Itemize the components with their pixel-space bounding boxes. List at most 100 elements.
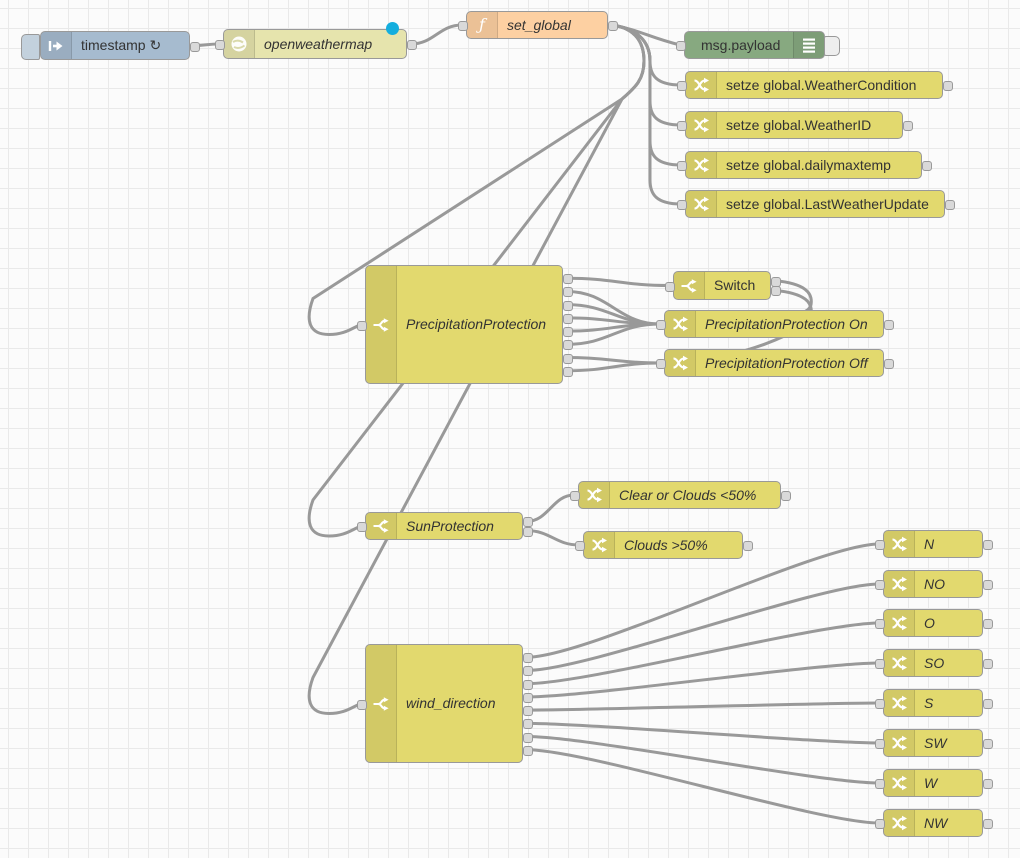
node-pp[interactable]: PrecipitationProtection bbox=[357, 265, 573, 384]
wire-sg-to-set4[interactable] bbox=[610, 23, 683, 206]
output-port[interactable] bbox=[884, 359, 894, 369]
wire-sg-to-set2[interactable] bbox=[610, 23, 683, 127]
node-s[interactable]: S bbox=[875, 689, 993, 717]
input-port[interactable] bbox=[875, 659, 885, 669]
input-port[interactable] bbox=[676, 41, 686, 51]
wire-pp-to-on[interactable] bbox=[565, 322, 662, 346]
output-port[interactable] bbox=[983, 619, 993, 629]
wire-wind-to-o[interactable] bbox=[525, 621, 881, 686]
output-port[interactable] bbox=[608, 21, 618, 31]
output-port[interactable] bbox=[523, 666, 533, 677]
input-port[interactable] bbox=[656, 359, 666, 369]
input-port[interactable] bbox=[357, 320, 367, 331]
output-port[interactable] bbox=[945, 200, 955, 210]
node-on[interactable]: PrecipitationProtection On bbox=[656, 310, 894, 338]
node-sw[interactable]: Switch bbox=[665, 271, 781, 300]
node-clear[interactable]: Clear or Clouds <50% bbox=[570, 481, 791, 509]
output-port[interactable] bbox=[771, 286, 781, 297]
output-port[interactable] bbox=[523, 706, 533, 717]
input-port[interactable] bbox=[357, 699, 367, 710]
input-port[interactable] bbox=[656, 320, 666, 330]
input-port[interactable] bbox=[875, 619, 885, 629]
input-port[interactable] bbox=[677, 121, 687, 131]
input-port[interactable] bbox=[575, 541, 585, 551]
output-port[interactable] bbox=[983, 699, 993, 709]
wire-wind-to-s[interactable] bbox=[525, 701, 881, 712]
input-port[interactable] bbox=[357, 522, 367, 532]
wire-wind-to-sw2[interactable] bbox=[525, 721, 881, 745]
wire-wind-to-so[interactable] bbox=[525, 661, 881, 699]
output-port[interactable] bbox=[922, 161, 932, 171]
output-port[interactable] bbox=[884, 320, 894, 330]
input-port[interactable] bbox=[875, 699, 885, 709]
output-port[interactable] bbox=[563, 287, 573, 298]
wire-sun-to-clear[interactable] bbox=[525, 493, 576, 523]
node-w[interactable]: W bbox=[875, 769, 993, 797]
input-port[interactable] bbox=[875, 580, 885, 590]
output-port[interactable] bbox=[943, 81, 953, 91]
input-port[interactable] bbox=[875, 819, 885, 829]
node-set2[interactable]: setze global.WeatherID bbox=[677, 111, 913, 139]
inject-button[interactable] bbox=[21, 33, 40, 60]
node-no[interactable]: NO bbox=[875, 570, 993, 598]
node-clouds[interactable]: Clouds >50% bbox=[575, 531, 753, 559]
output-port[interactable] bbox=[563, 366, 573, 377]
output-port[interactable] bbox=[563, 300, 573, 311]
output-port[interactable] bbox=[983, 659, 993, 669]
node-sw2[interactable]: SW bbox=[875, 729, 993, 757]
output-port[interactable] bbox=[563, 353, 573, 364]
input-port[interactable] bbox=[875, 540, 885, 550]
output-port[interactable] bbox=[407, 40, 417, 50]
node-set1[interactable]: setze global.WeatherCondition bbox=[677, 71, 953, 99]
node-so[interactable]: SO bbox=[875, 649, 993, 677]
wire-wind-to-no[interactable] bbox=[525, 582, 881, 672]
output-port[interactable] bbox=[523, 526, 533, 537]
input-port[interactable] bbox=[215, 40, 225, 50]
input-port[interactable] bbox=[677, 200, 687, 210]
input-port[interactable] bbox=[677, 81, 687, 91]
node-wind[interactable]: wind_direction bbox=[357, 644, 533, 763]
input-port[interactable] bbox=[875, 779, 885, 789]
input-port[interactable] bbox=[570, 491, 580, 501]
node-sun[interactable]: SunProtection bbox=[357, 512, 533, 540]
node-nw[interactable]: NW bbox=[875, 809, 993, 837]
node-set4[interactable]: setze global.LastWeatherUpdate bbox=[677, 190, 955, 218]
wire-owm-to-sg[interactable] bbox=[409, 23, 464, 46]
output-port[interactable] bbox=[523, 719, 533, 730]
debug-toggle-button[interactable] bbox=[824, 36, 840, 56]
node-dbg[interactable]: msg.payload bbox=[676, 31, 840, 59]
node-owm[interactable]: openweathermap bbox=[215, 22, 417, 59]
input-port[interactable] bbox=[875, 739, 885, 749]
output-port[interactable] bbox=[563, 313, 573, 324]
input-port[interactable] bbox=[665, 281, 675, 292]
output-port[interactable] bbox=[523, 679, 533, 690]
wire-pp-to-sw[interactable] bbox=[565, 276, 671, 287]
wire-pp-to-off[interactable] bbox=[565, 361, 662, 373]
input-port[interactable] bbox=[458, 21, 468, 31]
output-port[interactable] bbox=[903, 121, 913, 131]
node-n[interactable]: N bbox=[875, 530, 993, 558]
output-port[interactable] bbox=[983, 580, 993, 590]
output-port[interactable] bbox=[563, 327, 573, 338]
output-port[interactable] bbox=[983, 819, 993, 829]
output-port[interactable] bbox=[743, 541, 753, 551]
node-set3[interactable]: setze global.dailymaxtemp bbox=[677, 151, 932, 179]
node-ts[interactable]: timestamp ↻ bbox=[21, 31, 200, 60]
output-port[interactable] bbox=[983, 540, 993, 550]
output-port[interactable] bbox=[523, 653, 533, 664]
output-port[interactable] bbox=[563, 340, 573, 351]
node-o[interactable]: O bbox=[875, 609, 993, 637]
output-port[interactable] bbox=[563, 274, 573, 285]
input-port[interactable] bbox=[677, 161, 687, 171]
wire-wind-to-nw[interactable] bbox=[525, 748, 881, 825]
output-port[interactable] bbox=[771, 276, 781, 287]
output-port[interactable] bbox=[983, 739, 993, 749]
output-port[interactable] bbox=[781, 491, 791, 501]
wire-sg-to-wind[interactable] bbox=[307, 23, 646, 716]
output-port[interactable] bbox=[983, 779, 993, 789]
wire-wind-to-w[interactable] bbox=[525, 735, 881, 785]
node-off[interactable]: PrecipitationProtection Off bbox=[656, 349, 894, 377]
wire-sun-to-clouds[interactable] bbox=[525, 529, 581, 547]
